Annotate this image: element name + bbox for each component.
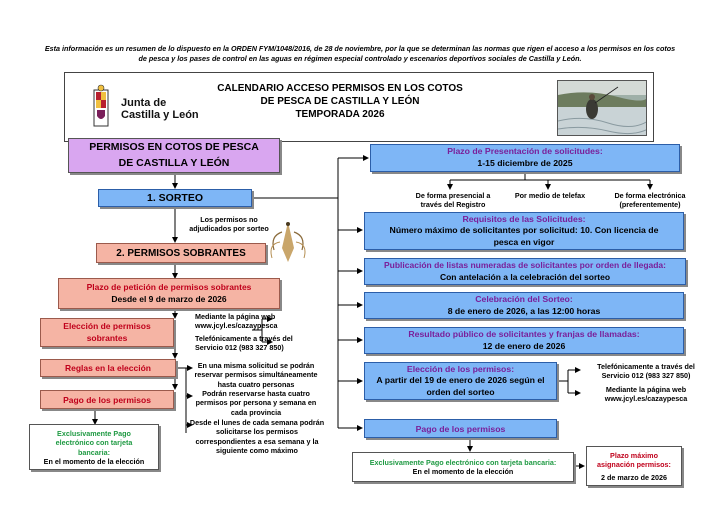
logo-text: Junta de Castilla y León (121, 97, 199, 121)
pago-right-label: Pago de los permisos (415, 423, 506, 434)
main-permisos-box: PERMISOS EN COTOS DE PESCA DE CASTILLA Y… (68, 138, 280, 173)
eleccion-permisos-box: Elección de los permisos: A partir del 1… (364, 362, 557, 400)
publicacion-text: Con antelación a la celebración del sort… (439, 271, 611, 282)
option-presencial: De forma presencial a través del Registr… (403, 191, 503, 210)
celebracion-box: Celebración del Sorteo: 8 de enero de 20… (364, 292, 684, 319)
intro-text: Esta información es un resumen de lo dis… (44, 44, 676, 63)
eleccion-line1: A partir del 19 de enero de 2026 según e… (376, 375, 545, 386)
reglas-label: Reglas en la elección (65, 363, 151, 373)
main-line2: DE CASTILLA Y LEÓN (118, 156, 230, 169)
pago-box: Pago de los permisos (40, 390, 174, 409)
sorteo-box: 1. SORTEO (98, 189, 252, 207)
pago-label: Pago de los permisos (63, 394, 151, 405)
plazo-max-line1: Plazo máximo (610, 451, 658, 460)
eleccion-line2: orden del sorteo (426, 386, 495, 397)
eleccion-title: Elección de los permisos: (406, 364, 515, 375)
pago-right-box: Pago de los permisos (364, 419, 557, 438)
presentacion-title: Plazo de Presentación de solicitudes: (447, 146, 603, 157)
opt1-line2: través del Registro (420, 200, 486, 210)
requisitos-title: Requisitos de las Solicitudes: (462, 214, 586, 225)
pago-line4: En el momento de la elección (43, 457, 145, 467)
resultado-text: 12 de enero de 2026 (482, 340, 566, 351)
requisitos-line1: Número máximo de solicitantes por solici… (389, 225, 659, 236)
tel-line1: Telefónicamente a través del (195, 334, 293, 343)
opt3-line2: (preferentemente) (619, 200, 681, 210)
celebracion-text: 8 de enero de 2026, a las 12:00 horas (447, 305, 601, 316)
page-title: CALENDARIO ACCESO PERMISOS EN LOS COTOS … (205, 82, 475, 121)
celebracion-title: Celebración del Sorteo: (475, 293, 573, 304)
tel-option: Telefónicamente a través del Servicio 01… (195, 334, 315, 353)
plazo-maximo-box: Plazo máximo asignación permisos: 2 de m… (586, 446, 682, 486)
fishing-fly-icon (270, 222, 306, 262)
requisitos-line2: pesca en vigor (493, 236, 555, 247)
opt1-line1: De forma presencial a (415, 191, 491, 200)
regla1-line1: En una misma solicitud se podrán (197, 361, 315, 370)
requisitos-box: Requisitos de las Solicitudes: Número má… (364, 212, 684, 250)
regla1-line3: hasta cuatro personas (217, 379, 295, 389)
sobrantes-box: 2. PERMISOS SOBRANTES (96, 243, 266, 263)
opt2-line1: Por medio de telefax (514, 191, 586, 200)
header-panel (64, 72, 654, 142)
regla2-line2: permisos por persona y semana en (195, 398, 317, 408)
pago-line1: Exclusivamente Pago (57, 429, 131, 438)
option-electronica: De forma electrónica (preferentemente) (600, 191, 700, 210)
pago-electronico-box: Exclusivamente Pago electrónico con tarj… (29, 424, 159, 470)
web-line1: Mediante la página web (195, 312, 276, 321)
eleccion-line2: sobrantes (86, 332, 128, 343)
publicacion-box: Publicación de listas numeradas de solic… (364, 258, 686, 285)
publicacion-title: Publicación de listas numeradas de solic… (384, 260, 666, 271)
note-line2: adjudicados por sorteo (189, 224, 269, 234)
title-line1: CALENDARIO ACCESO PERMISOS EN LOS COTOS (217, 83, 463, 94)
eleccion-tel-line2: Servicio 012 (983 327 850) (601, 371, 691, 381)
regla2-line3: cada provincia (230, 407, 282, 417)
title-line2: DE PESCA DE CASTILLA Y LEÓN (260, 96, 420, 107)
fishing-photo-icon (557, 80, 647, 136)
eleccion-tel-line1: Telefónicamente a través del (597, 362, 695, 371)
plazo-max-date: 2 de marzo de 2026 (601, 472, 667, 482)
tel-line2: Servicio 012 (983 327 850) (195, 343, 284, 353)
plazo-sobrantes-box: Plazo de petición de permisos sobrantes … (58, 278, 280, 309)
pago-line2: electrónico con tarjeta (55, 438, 133, 448)
plazo-max-line2: asignación permisos: (597, 460, 671, 470)
presentacion-date: 1-15 diciembre de 2025 (477, 158, 573, 168)
logo-line1: Junta de (121, 97, 167, 109)
web-option: Mediante la página web www.jcyl.es/cazay… (195, 312, 315, 331)
eleccion-line1: Elección de permisos (63, 321, 151, 332)
regla3-line4: siguiente como máximo (216, 446, 298, 456)
eleccion-tel-option: Telefónicamente a través del Servicio 01… (582, 362, 710, 381)
pago-right-line2: En el momento de la elección (412, 467, 514, 477)
no-adjudicados-note: Los permisos no adjudicados por sorteo (183, 215, 275, 234)
pago-line3: bancaria: (78, 447, 110, 457)
presentacion-box: Plazo de Presentación de solicitudes: 1-… (370, 144, 680, 172)
plazo-title: Plazo de petición de permisos sobrantes (86, 281, 252, 292)
main-line1: PERMISOS EN COTOS DE PESCA (89, 141, 259, 154)
regla-2: Podrán reservarse hasta cuatro permisos … (186, 389, 326, 417)
option-telefax: Por medio de telefax (508, 191, 592, 200)
pago-right-electronico-box: Exclusivamente Pago electrónico con tarj… (352, 452, 574, 482)
castilla-leon-emblem-icon (93, 84, 109, 127)
regla3-line1: Desde el lunes de cada semana podrán (189, 418, 325, 427)
web-line2: www.jcyl.es/cazaypesca (195, 321, 278, 331)
plazo-date: Desde el 9 de marzo de 2026 (111, 293, 227, 304)
regla3-line2: solicitarse los permisos (216, 427, 298, 437)
regla2-line1: Podrán reservarse hasta cuatro (202, 389, 310, 398)
regla-3: Desde el lunes de cada semana podrán sol… (184, 418, 330, 455)
reglas-box: Reglas en la elección (40, 359, 176, 377)
eleccion-web-option: Mediante la página web www.jcyl.es/cazay… (582, 385, 710, 404)
eleccion-web-line1: Mediante la página web (605, 385, 687, 394)
eleccion-sobrantes-box: Elección de permisos sobrantes (40, 318, 174, 347)
resultado-title: Resultado público de solicitantes y fran… (408, 328, 640, 339)
regla-1: En una misma solicitud se podrán reserva… (186, 361, 326, 389)
logo-line2: Castilla y León (121, 108, 199, 121)
opt3-line1: De forma electrónica (614, 191, 686, 200)
title-line3: TEMPORADA 2026 (295, 109, 385, 120)
regla3-line3: correspondientes a esa semana y la (195, 436, 319, 446)
pago-right-line1: Exclusivamente Pago electrónico con tarj… (369, 458, 557, 467)
eleccion-web-line2: www.jcyl.es/cazaypesca (604, 394, 688, 404)
note-line1: Los permisos no (200, 215, 258, 224)
regla1-line2: reservar permisos simultáneamente (194, 370, 318, 380)
resultado-box: Resultado público de solicitantes y fran… (364, 327, 684, 354)
